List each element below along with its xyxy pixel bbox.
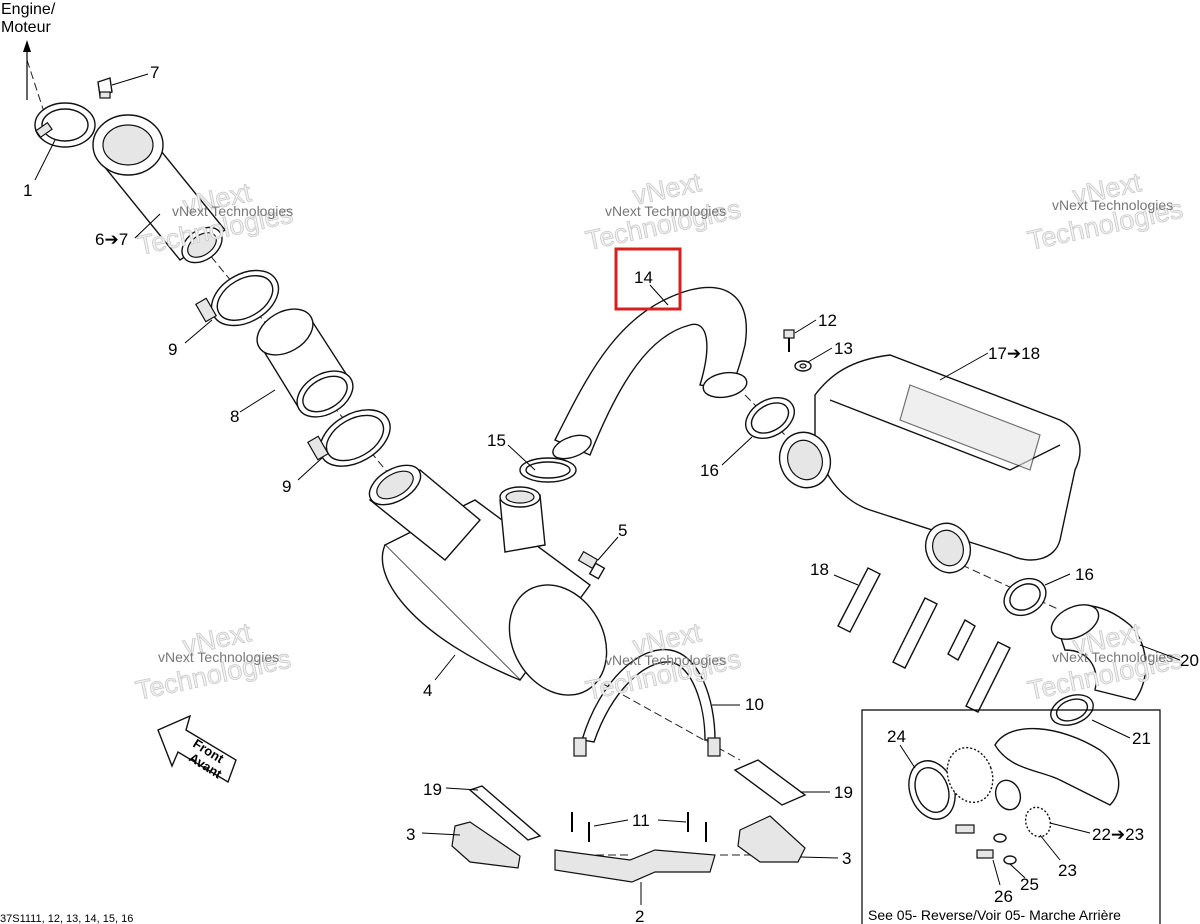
callout-3-right: 3 xyxy=(842,849,851,868)
callout-16-lower: 16 xyxy=(1075,565,1094,584)
callout-19-left: 19 xyxy=(423,780,442,799)
callout-24: 24 xyxy=(887,727,906,746)
callout-2: 2 xyxy=(635,907,644,924)
callout-21: 21 xyxy=(1132,729,1151,748)
part-19-pad-left xyxy=(468,785,542,841)
part-1-engine-clamp xyxy=(34,102,96,148)
part-2-plate xyxy=(554,849,716,883)
inset-note: See 05- Reverse/Voir 05- Marche Arrière xyxy=(868,907,1121,923)
engine-label-line1: Engine/ xyxy=(1,1,56,18)
callout-26: 26 xyxy=(994,887,1013,906)
watermark-4: vNext Technologies vNext Technologies xyxy=(133,617,294,707)
callout-3-left: 3 xyxy=(406,825,415,844)
engine-label-line2: Moteur xyxy=(1,19,51,36)
callout-7: 7 xyxy=(150,63,159,82)
part-20-tail-pipe xyxy=(1050,604,1147,701)
callout-19-right: 19 xyxy=(834,783,853,802)
part-4-muffler xyxy=(368,464,608,696)
part-3-bracket-right xyxy=(737,815,806,863)
part-8-sleeve xyxy=(256,308,354,418)
inset-reverse-box xyxy=(861,709,1161,924)
callout-11: 11 xyxy=(632,811,650,830)
part-12-bolt xyxy=(783,329,795,352)
callout-1: 1 xyxy=(23,181,32,200)
svg-text:vNext Technologies: vNext Technologies xyxy=(172,203,293,219)
callout-18: 18 xyxy=(810,560,829,579)
callout-15: 15 xyxy=(487,431,506,450)
svg-text:vNext Technologies: vNext Technologies xyxy=(605,652,726,668)
callout-25: 25 xyxy=(1020,875,1039,894)
part-9-clamp-lower xyxy=(306,409,391,467)
callout-4: 4 xyxy=(423,681,432,700)
highlight-box-part-14 xyxy=(614,247,682,311)
svg-text:vNext Technologies: vNext Technologies xyxy=(1052,197,1173,213)
callout-14: 14 xyxy=(634,268,653,287)
part-9-clamp-upper xyxy=(194,269,280,327)
watermark-3: vNext Technologies vNext Technologies xyxy=(1025,167,1186,257)
svg-text:vNext Technologies: vNext Technologies xyxy=(158,649,279,665)
callout-12: 12 xyxy=(818,311,837,330)
part-16-clamp-lower xyxy=(1003,577,1047,617)
part-17-resonator xyxy=(778,354,1081,574)
part-3-bracket-left xyxy=(451,821,521,869)
part-18-strips xyxy=(837,567,1011,713)
part-5-sensor xyxy=(577,550,606,580)
front-direction-arrow xyxy=(157,714,237,784)
leader-lines xyxy=(34,73,1181,905)
part-6-manifold-pipe xyxy=(92,114,227,264)
callout-13: 13 xyxy=(834,339,853,358)
part-7-plug xyxy=(97,77,113,99)
callout-labels: 1 7 6➔7 9 8 9 14 12 13 17➔18 15 16 5 18 … xyxy=(23,63,1199,924)
callout-23: 23 xyxy=(1058,861,1077,880)
part-10-strap xyxy=(573,648,721,757)
engine-direction-arrow xyxy=(23,40,31,100)
part-13-washer xyxy=(794,360,812,372)
callout-20: 20 xyxy=(1180,651,1199,670)
part-15-clamp xyxy=(519,457,577,483)
part-19-pad-right xyxy=(733,759,807,806)
callout-16-upper: 16 xyxy=(700,461,719,480)
callout-17-18: 17➔18 xyxy=(988,344,1040,363)
callout-9-lower: 9 xyxy=(282,477,291,496)
watermark-5: vNext Technologies vNext Technologies xyxy=(583,617,744,707)
callout-10: 10 xyxy=(745,695,764,714)
part-16-clamp-upper xyxy=(745,397,795,439)
callout-6-7: 6➔7 xyxy=(95,230,128,249)
drawing-code: 37S1111, 12, 13, 14, 15, 16 xyxy=(0,913,133,924)
callout-9-upper: 9 xyxy=(168,340,177,359)
svg-text:vNext Technologies: vNext Technologies xyxy=(605,203,726,219)
watermark-2: vNext Technologies vNext Technologies xyxy=(583,167,744,257)
part-11-screws xyxy=(571,812,707,842)
callout-8: 8 xyxy=(230,407,239,426)
svg-text:vNext Technologies: vNext Technologies xyxy=(1052,649,1173,665)
callout-5: 5 xyxy=(618,521,627,540)
callout-22-23: 22➔23 xyxy=(1092,825,1144,844)
part-14-curved-pipe xyxy=(552,286,748,460)
